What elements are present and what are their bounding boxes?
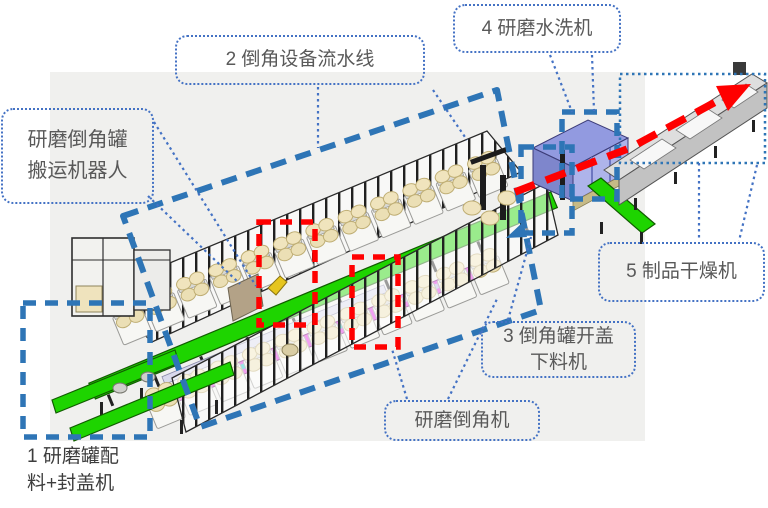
callout-feeder-capper-line2: 料+封盖机 (27, 473, 115, 494)
callout-handling-robot-line1: 研磨倒角罐 (27, 129, 128, 151)
callout-opener-unloader: 3 倒角罐开盖 下料机 (481, 321, 636, 378)
flow-arrowhead (716, 84, 751, 111)
callout-washer: 4 研磨水洗机 (453, 4, 621, 53)
callout-handling-robot-line2: 搬运机器人 (27, 160, 128, 182)
dryer-region-outline (618, 72, 767, 165)
callout-grinding-machine: 研磨倒角机 (384, 400, 540, 441)
opener-unloader-art (462, 146, 517, 226)
spur-conveyor (586, 177, 656, 234)
callout-chamfer-line: 2 倒角设备流水线 (175, 35, 425, 85)
grinder-highlight-2 (349, 254, 401, 350)
front-fence (171, 182, 559, 433)
callout-handling-robot: 研磨倒角罐 搬运机器人 (1, 108, 154, 204)
annotations (20, 54, 767, 440)
grinder-highlight-1 (256, 219, 318, 328)
callout-product-dryer-text: 5 制品干燥机 (626, 261, 737, 282)
callout-feeder-capper: 1 研磨罐配 料+封盖机 (27, 443, 167, 497)
callout-opener-line1: 3 倒角罐开盖 (503, 325, 614, 347)
leader-lines (147, 54, 759, 400)
feeder-capper-art (51, 237, 299, 442)
callout-feeder-capper-line1: 1 研磨罐配 (27, 446, 119, 467)
center-cabinet (227, 273, 264, 322)
callout-washer-text: 4 研磨水洗机 (481, 17, 593, 39)
callout-opener-line2: 下料机 (529, 351, 587, 373)
end-robot (733, 62, 746, 75)
chamfer-line-region-outline (120, 87, 544, 430)
callout-chamfer-line-text: 2 倒角设备流水线 (225, 49, 375, 70)
yellow-robot (267, 275, 288, 296)
opener-arrowhead (506, 222, 527, 238)
flow-arrow (513, 84, 751, 196)
callout-product-dryer: 5 制品干燥机 (598, 242, 765, 302)
callout-grinding-machine-text: 研磨倒角机 (414, 409, 510, 431)
